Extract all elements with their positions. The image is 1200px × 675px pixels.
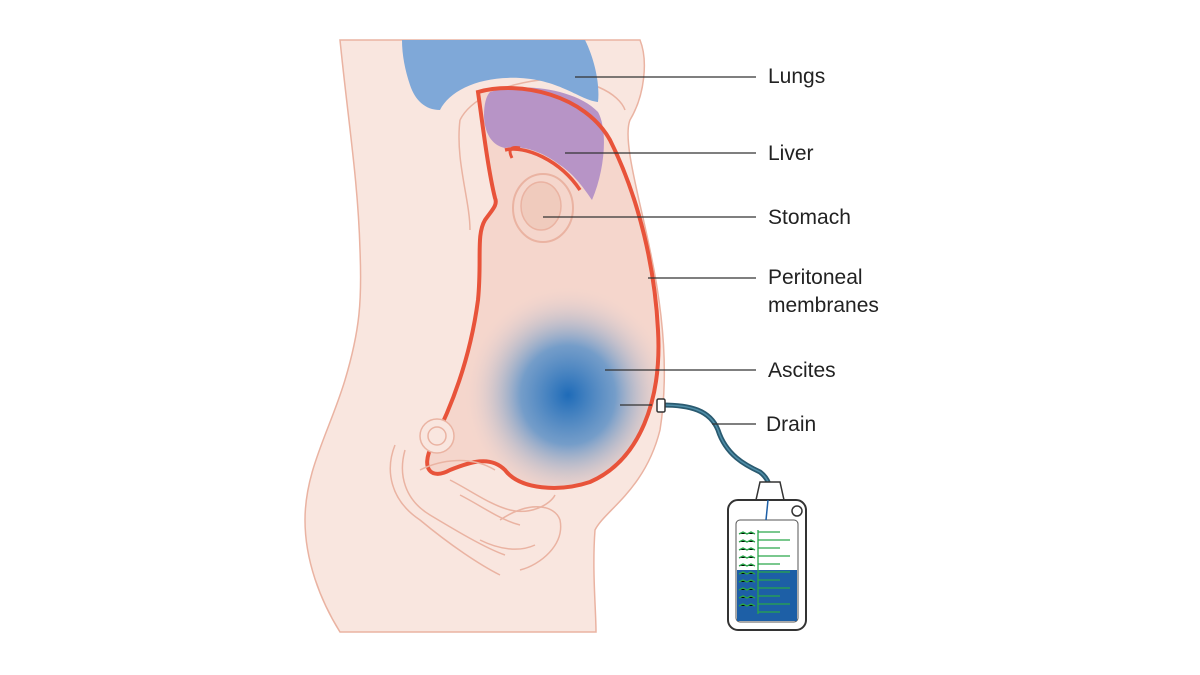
- label-liver: Liver: [768, 140, 814, 168]
- drain-tube: [662, 405, 771, 498]
- drainage-bag: [728, 482, 806, 630]
- label-drain: Drain: [766, 411, 816, 439]
- label-ascites: Ascites: [768, 357, 836, 385]
- drain-connector: [657, 399, 665, 412]
- label-peritoneal-line2: membranes: [768, 292, 879, 320]
- label-peritoneal-line1: Peritoneal: [768, 264, 863, 292]
- label-lungs: Lungs: [768, 63, 825, 91]
- label-stomach: Stomach: [768, 204, 851, 232]
- stomach-inner: [521, 182, 561, 230]
